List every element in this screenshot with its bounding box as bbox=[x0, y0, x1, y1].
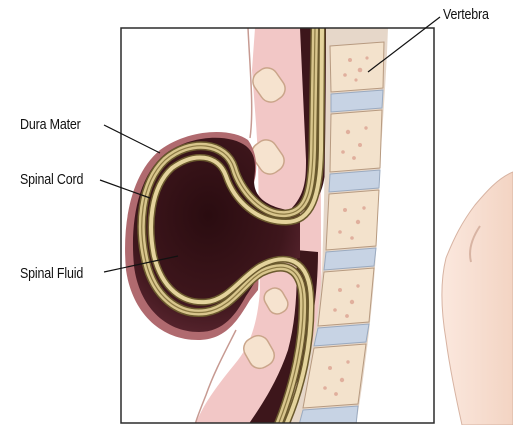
spinal-cord-label: Spinal Cord bbox=[20, 172, 83, 188]
vertebra-label: Vertebra bbox=[443, 7, 489, 23]
dura-mater-label: Dura Mater bbox=[20, 117, 81, 133]
spinal-fluid-label: Spinal Fluid bbox=[20, 266, 83, 282]
baby-torso bbox=[442, 172, 513, 425]
